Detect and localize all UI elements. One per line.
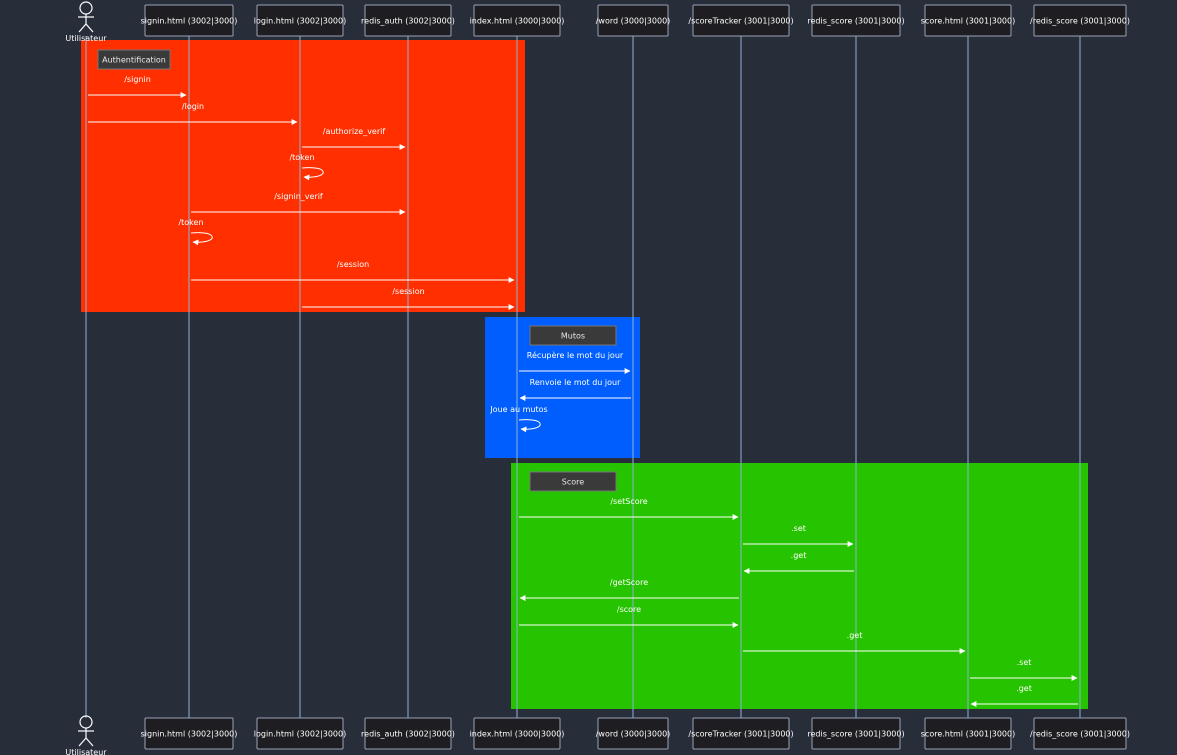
message-12: .set (743, 524, 854, 547)
actor-label: Utilisateur (65, 748, 107, 755)
message-label: .set (1017, 658, 1032, 667)
participant-label: signin.html (3002|3000) (141, 17, 238, 26)
message-label: /session (392, 287, 424, 296)
message-15: /score (519, 605, 739, 628)
message-4: /signin_verif (191, 192, 406, 215)
participant-login-top: login.html (3002|3000) (254, 4, 346, 37)
participant-redis_score-bottom: redis_score (3001|3000) (807, 717, 905, 750)
message-label: /signin (124, 75, 151, 84)
participant-word-top: /word (3000|3000) (596, 4, 671, 37)
message-label: /login (182, 102, 204, 111)
message-label: .get (1016, 684, 1032, 693)
participant-label: /scoreTracker (3001|3000) (688, 17, 793, 26)
participant-signin-top: signin.html (3002|3000) (141, 4, 238, 37)
message-label: Récupère le mot du jour (527, 350, 624, 360)
message-9: Renvoie le mot du jour (519, 378, 631, 401)
group-mutos-label: Mutos (561, 332, 585, 341)
participant-label: redis_auth (3002|3000) (361, 17, 455, 26)
message-label: .set (791, 524, 806, 533)
participant-word-bottom: /word (3000|3000) (596, 717, 671, 750)
participant-scoreTracker-bottom: /scoreTracker (3001|3000) (688, 717, 794, 750)
message-2: /authorize_verif (302, 127, 406, 150)
participant-redis_score-top: redis_score (3001|3000) (807, 4, 905, 37)
group-mutos-note (529, 325, 617, 346)
participant-label: /scoreTracker (3001|3000) (688, 730, 793, 739)
participant-label: index.html (3000|3000) (470, 730, 565, 739)
participant-label: /redis_score (3001|3000) (1030, 17, 1130, 26)
participant-redis_score2-bottom: /redis_score (3001|3000) (1030, 717, 1130, 750)
message-label: /getScore (610, 578, 648, 587)
message-label: /token (289, 153, 314, 162)
actor-top: Utilisateur (65, 1, 107, 43)
participant-label: /redis_score (3001|3000) (1030, 730, 1130, 739)
participant-index-top: index.html (3000|3000) (470, 4, 565, 37)
message-label: /session (337, 260, 369, 269)
message-8: Récupère le mot du jour (519, 350, 631, 374)
self-message-arrow (190, 232, 213, 246)
participant-label: login.html (3002|3000) (254, 17, 346, 26)
group-auth-label: Authentification (102, 56, 166, 65)
person-stick-figure-icon (78, 715, 94, 747)
self-message-arrow (301, 167, 324, 181)
participant-label: index.html (3000|3000) (470, 17, 565, 26)
message-14: /getScore (519, 578, 739, 601)
participant-label: login.html (3002|3000) (254, 730, 346, 739)
participant-label: score.html (3001|3000) (921, 17, 1015, 26)
group-score (511, 463, 1088, 709)
message-label: /token (178, 218, 203, 227)
participant-label: /word (3000|3000) (596, 730, 671, 739)
participant-label: redis_auth (3002|3000) (361, 730, 455, 739)
participant-redis_auth-bottom: redis_auth (3002|3000) (361, 717, 455, 750)
actor-label: Utilisateur (65, 34, 107, 43)
message-10: Joue au mutos (489, 405, 548, 433)
message-13: .get (743, 551, 854, 574)
participant-label: /word (3000|3000) (596, 17, 671, 26)
message-0: /signin (88, 75, 187, 98)
message-label: Joue au mutos (489, 405, 547, 414)
group-score-label: Score (562, 478, 584, 487)
participant-score-top: score.html (3001|3000) (921, 4, 1015, 37)
message-label: .get (791, 551, 807, 560)
participant-redis_score2-top: /redis_score (3001|3000) (1030, 4, 1130, 37)
message-16: .get (743, 631, 966, 654)
message-5: /token (178, 218, 213, 246)
message-label: /score (617, 605, 641, 614)
message-3: /token (289, 153, 324, 181)
self-message-arrow (518, 419, 541, 433)
participant-label: redis_score (3001|3000) (807, 17, 904, 26)
message-label: /authorize_verif (323, 127, 386, 136)
participant-label: signin.html (3002|3000) (141, 730, 238, 739)
participant-signin-bottom: signin.html (3002|3000) (141, 717, 238, 750)
message-11: /setScore (519, 497, 739, 520)
message-17: .set (970, 658, 1078, 681)
participant-label: score.html (3001|3000) (921, 730, 1015, 739)
message-1: /login (88, 102, 298, 125)
participant-scoreTracker-top: /scoreTracker (3001|3000) (688, 4, 794, 37)
group-auth (81, 40, 525, 312)
group-auth-note (97, 49, 171, 70)
message-label: /signin_verif (274, 192, 323, 201)
message-label: Renvoie le mot du jour (530, 378, 621, 387)
participant-label: redis_score (3001|3000) (807, 730, 904, 739)
group-score-note (529, 471, 617, 492)
message-label: .get (847, 631, 863, 640)
participant-index-bottom: index.html (3000|3000) (470, 717, 565, 750)
participant-login-bottom: login.html (3002|3000) (254, 717, 346, 750)
message-6: /session (191, 260, 515, 283)
message-label: /setScore (610, 497, 647, 506)
message-7: /session (302, 287, 515, 310)
message-18: .get (970, 684, 1078, 707)
actor-bottom: Utilisateur (65, 715, 107, 755)
person-stick-figure-icon (78, 1, 94, 33)
participant-redis_auth-top: redis_auth (3002|3000) (361, 4, 455, 37)
participant-score-bottom: score.html (3001|3000) (921, 717, 1015, 750)
